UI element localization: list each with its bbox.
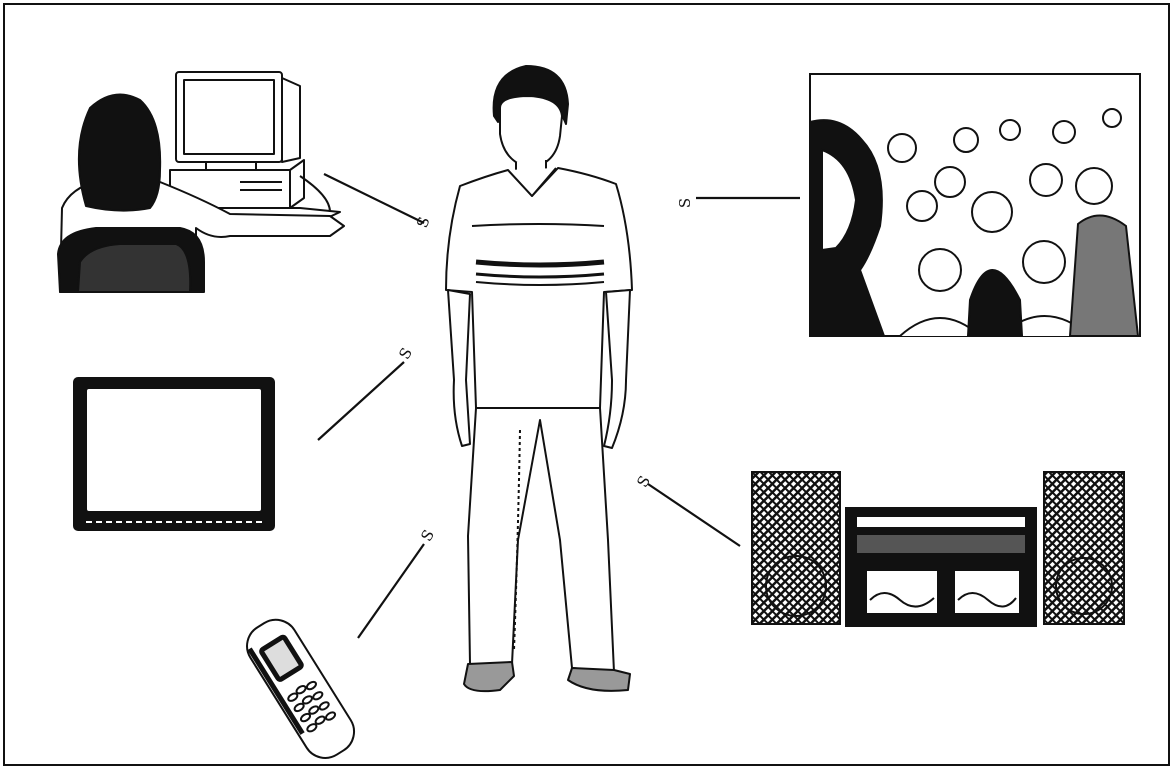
left-speaker — [752, 472, 840, 624]
crowd-scene-illustration — [810, 74, 1140, 336]
cassette-left — [866, 570, 938, 614]
tv-screen — [86, 388, 262, 512]
right-speaker — [1044, 472, 1124, 624]
connector-label-crowd: S — [676, 198, 694, 208]
computer-monitor — [176, 72, 300, 170]
television-illustration — [74, 378, 274, 530]
cassette-right — [954, 570, 1020, 614]
